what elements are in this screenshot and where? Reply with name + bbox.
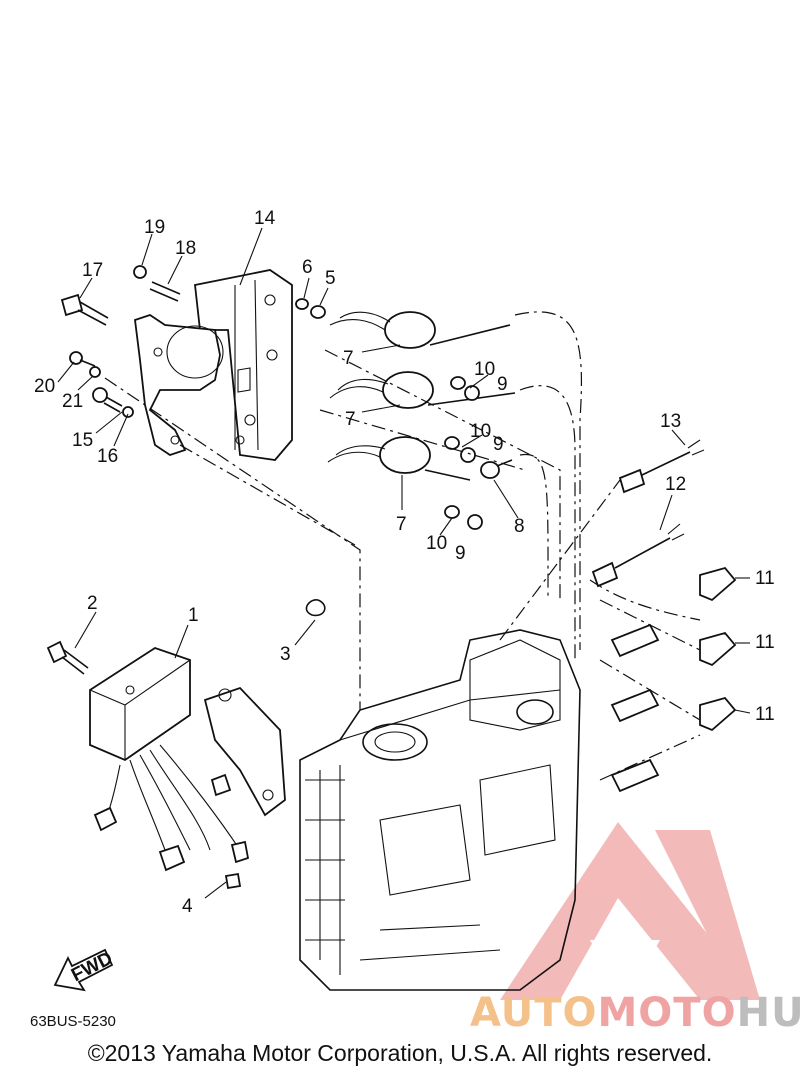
plug-cap-11c	[699, 696, 737, 732]
fwd-arrow: FWD	[53, 948, 116, 992]
bolt-2	[46, 640, 89, 675]
callout-8: 8	[514, 516, 525, 537]
callout-11b: 11	[755, 632, 775, 653]
spark-plug-1	[610, 623, 660, 658]
watermark-logo	[500, 822, 760, 1000]
leader-lines	[57, 227, 751, 899]
mount-bracket	[203, 686, 286, 817]
spark-plug-3	[610, 758, 660, 793]
bolt-17	[60, 293, 109, 326]
callout-10a: 10	[474, 359, 495, 380]
callout-21: 21	[62, 391, 83, 412]
bolt-20	[69, 351, 96, 367]
bolt-9b	[460, 447, 476, 463]
bolt-5	[310, 305, 326, 319]
callout-14: 14	[254, 208, 276, 229]
callout-6: 6	[302, 257, 313, 278]
bolt-18	[149, 281, 181, 302]
callout-7b: 7	[345, 409, 356, 430]
callout-7c: 7	[396, 514, 407, 535]
watermark-part-2: MOTO	[597, 990, 737, 1036]
bolt-9c	[467, 514, 483, 530]
copyright-notice: ©2013 Yamaha Motor Corporation, U.S.A. A…	[87, 1040, 713, 1066]
ignition-coil-2	[329, 371, 516, 409]
watermark-part-1: AUTO	[470, 990, 598, 1036]
callout-17: 17	[82, 260, 103, 281]
callout-3: 3	[280, 644, 291, 665]
bolt-15	[92, 387, 123, 413]
washer-10b	[444, 436, 460, 450]
callout-7a: 7	[343, 348, 354, 369]
callout-18: 18	[175, 238, 196, 259]
watermark-text: AUTOMOTOHUB	[470, 990, 800, 1036]
callout-20: 20	[34, 376, 55, 397]
washer-16	[122, 406, 134, 418]
callout-11c: 11	[755, 704, 775, 725]
grommet-8	[480, 459, 513, 479]
clamp-bracket	[134, 314, 224, 456]
washer-10a	[450, 376, 466, 390]
clip-3	[305, 599, 326, 617]
callout-9a: 9	[497, 374, 508, 395]
ignition-coil-3	[327, 436, 471, 481]
fwd-label: FWD	[68, 948, 116, 986]
callout-10c: 10	[426, 533, 447, 554]
sensor-13	[618, 439, 705, 494]
callout-11a: 11	[755, 568, 775, 589]
callout-10b: 10	[470, 421, 491, 442]
washer-21	[89, 366, 101, 378]
callout-9b: 9	[493, 434, 504, 455]
reference-lines	[104, 311, 701, 781]
callout-1: 1	[188, 605, 199, 626]
callout-16: 16	[97, 446, 118, 467]
callout-19: 19	[144, 217, 165, 238]
bolt-9a	[464, 385, 480, 401]
callout-9c: 9	[455, 543, 466, 564]
grommet-4	[224, 872, 242, 890]
ignition-coil-1	[329, 311, 511, 349]
washer-6	[295, 298, 309, 310]
watermark-part-3: HUB	[736, 990, 800, 1036]
washer-10c	[444, 505, 460, 519]
callout-4: 4	[182, 896, 193, 917]
cdi-unit	[89, 647, 250, 872]
plug-cap-11a	[699, 566, 737, 602]
callout-15: 15	[72, 430, 93, 451]
callout-labels: 1 2 3 4 5 6 7 7 7 8 9 9 9 10 10 10 11 11…	[34, 208, 775, 917]
spark-plug-2	[610, 688, 660, 723]
engine-block	[299, 629, 581, 991]
callout-13: 13	[660, 411, 681, 432]
part-code: 63BUS-5230	[30, 1013, 116, 1030]
callout-5: 5	[325, 268, 336, 289]
sensor-12	[591, 523, 685, 588]
nut-19	[133, 265, 147, 279]
callout-12: 12	[665, 474, 686, 495]
callout-2: 2	[87, 593, 98, 614]
plug-cap-11b	[699, 631, 737, 667]
